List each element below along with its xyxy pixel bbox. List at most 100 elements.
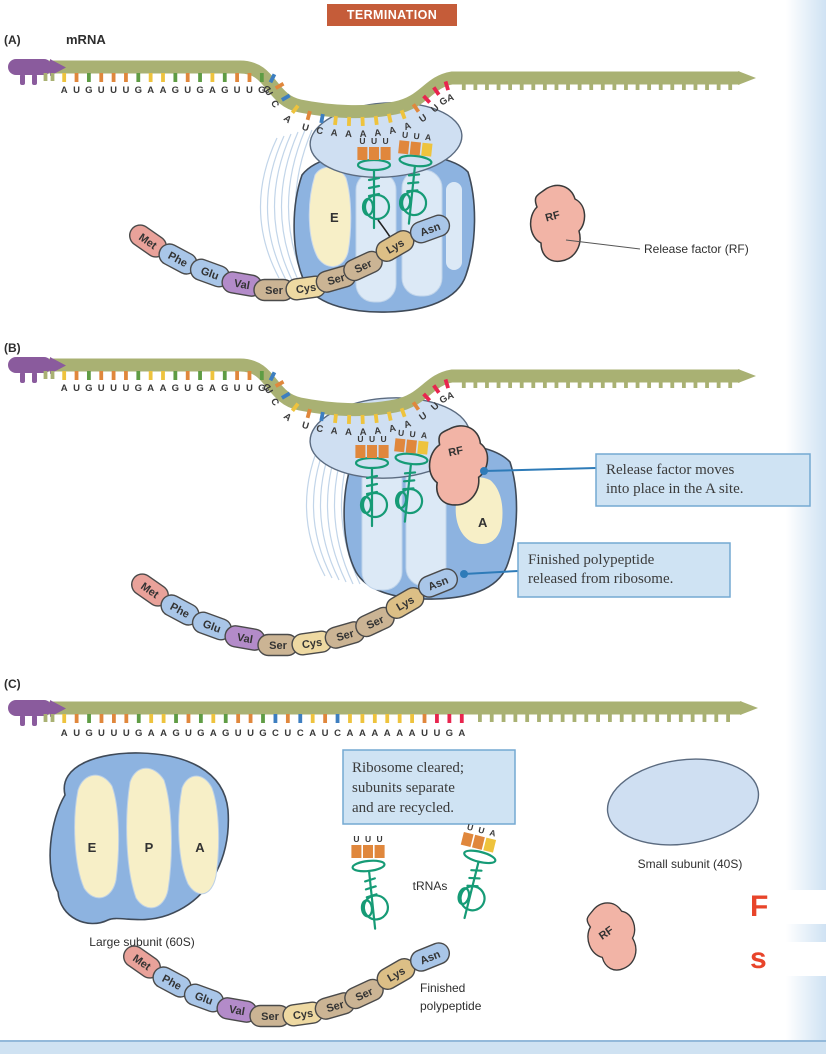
- mrna-base-letter: A: [209, 383, 216, 394]
- mrna-base-letter: U: [322, 728, 329, 739]
- amino-acid-pill: Glu: [183, 983, 225, 1013]
- mrna-base-letter: A: [345, 427, 352, 438]
- mrna-base-letter: G: [196, 85, 203, 96]
- finished-polypeptide-caption: Finished: [420, 981, 465, 995]
- anticodon-base-block: [421, 142, 433, 157]
- mrna-base-tick: [161, 73, 165, 82]
- mrna-base-tick: [548, 714, 553, 722]
- anticodon-letter: U: [353, 834, 359, 844]
- mrna-base-tick: [435, 714, 439, 723]
- mrna-base-letter: G: [221, 383, 228, 394]
- mrna-base-tick: [443, 378, 450, 389]
- mrna-base-tick: [136, 714, 141, 723]
- release-factor: RF: [579, 896, 646, 977]
- mrna-base-tick: [124, 73, 128, 82]
- mrna-base-tick: [647, 380, 652, 388]
- mrna-base-tick: [198, 73, 202, 82]
- mrna-base-tick: [681, 82, 686, 90]
- mrna-base-tick: [670, 82, 675, 90]
- mrna-base-tick: [136, 371, 141, 380]
- amino-acid-label: Val: [233, 278, 251, 293]
- amino-acid-pill: Ser: [253, 278, 295, 302]
- mrna-base-tick: [542, 380, 547, 388]
- small-subunit-caption: Small subunit (40S): [638, 857, 743, 871]
- mrna-base-tick: [643, 714, 648, 722]
- mrna-base-letter: U: [73, 85, 80, 96]
- mrna-base-tick: [86, 73, 91, 82]
- mrna-base-tick: [496, 380, 501, 388]
- anticodon-letter: U: [402, 130, 409, 141]
- mrna-base-letter: U: [235, 728, 242, 739]
- mrna-base-tick: [681, 380, 686, 388]
- mrna-base-tick: [43, 73, 48, 81]
- mrna-base-letter: U: [110, 85, 117, 96]
- mrna-base-tick: [319, 411, 325, 422]
- mrna-base-letter: A: [61, 728, 68, 739]
- mrna-base-tick: [411, 103, 421, 113]
- mrna-base-letter: U: [98, 728, 105, 739]
- amino-acid-label: Ser: [335, 628, 356, 645]
- amino-acid-label: Glu: [193, 990, 214, 1008]
- mrna-base-tick: [50, 714, 55, 722]
- mrna-base-tick: [373, 413, 379, 424]
- mrna-base-tick: [210, 371, 215, 380]
- mrna-base-letter: U: [73, 728, 80, 739]
- mrna-sequence: [43, 714, 55, 722]
- mrna-arrow-end: [738, 369, 756, 383]
- mrna-base-letter: U: [262, 87, 275, 99]
- mrna-base-tick: [173, 371, 178, 380]
- mrna-base-letter: G: [222, 728, 229, 739]
- panel-b-label: (B): [4, 341, 21, 355]
- mrna-base-tick: [542, 82, 547, 90]
- mrna-base-tick: [519, 82, 524, 90]
- mrna-base-tick: [432, 384, 441, 394]
- amino-acid-label: Ser: [265, 285, 283, 297]
- mrna-base-letter: G: [135, 383, 142, 394]
- anticodon-letter: U: [477, 825, 485, 836]
- anticodon-base-block: [483, 837, 497, 853]
- mrna-base-tick: [705, 82, 709, 90]
- mrna-base-tick: [461, 380, 466, 388]
- mrna-base-letter: A: [345, 129, 352, 140]
- mrna-base-letter: A: [446, 390, 456, 403]
- mrna-base-tick: [631, 714, 636, 722]
- anticodon-letter: U: [409, 429, 416, 440]
- mrna-base-letter: A: [281, 411, 293, 424]
- mrna-base-letter: A: [359, 728, 366, 739]
- mrna-base-tick: [647, 82, 652, 90]
- anticodon-letter: U: [466, 822, 474, 833]
- amino-acid-pill: Ser: [344, 978, 384, 1010]
- mrna-sequence: [43, 371, 55, 379]
- mrna-base-tick: [248, 714, 253, 723]
- mrna-base-letter: U: [434, 728, 441, 739]
- mrna-base-tick: [50, 371, 55, 379]
- mrna-arrow-end: [738, 71, 756, 85]
- mrna-base-letter: A: [409, 728, 416, 739]
- mrna-base-letter: G: [196, 383, 203, 394]
- mrna-base-letter: A: [402, 120, 412, 133]
- mrna-base-tick: [348, 714, 352, 723]
- amino-acid-label: Val: [236, 632, 254, 647]
- slide-edge-right: [786, 0, 826, 1054]
- large-subunit-60s: E P A: [49, 752, 230, 925]
- anticodon-letter: U: [398, 428, 405, 439]
- motion-lines: [259, 129, 315, 287]
- mrna-base-tick: [124, 371, 128, 380]
- anticodon-base-block: [409, 141, 421, 156]
- mrna-base-letter: U: [284, 728, 291, 739]
- mrna-base-letter: A: [396, 728, 403, 739]
- five-prime-cap: [8, 59, 66, 85]
- rf-label: RF: [447, 444, 464, 459]
- trna-released-right: [447, 847, 498, 923]
- mrna-base-tick: [554, 82, 559, 90]
- mrna-base-tick: [280, 391, 291, 400]
- mrna-base-tick: [136, 73, 141, 82]
- mrna-base-tick: [99, 73, 104, 82]
- mrna-base-letter: A: [330, 128, 338, 140]
- mrna-base-letter: A: [160, 383, 167, 394]
- mrna-base-letter: A: [160, 728, 167, 739]
